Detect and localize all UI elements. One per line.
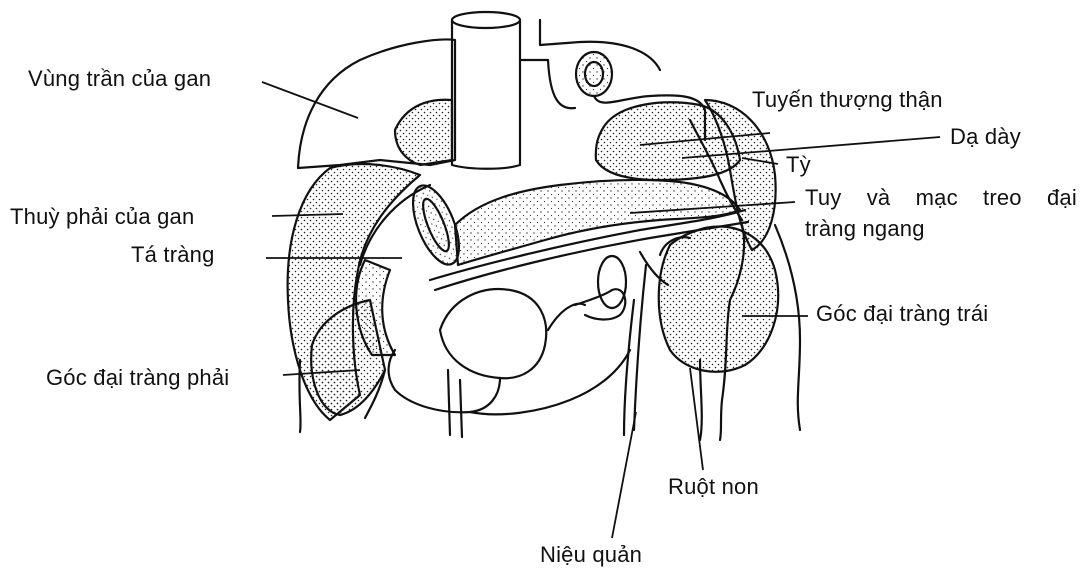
ivc-top (452, 12, 520, 28)
label-pancreas-line2: tràng ngang (805, 218, 925, 240)
label-small-intestine: Ruột non (668, 476, 759, 498)
label-pancreas-line1: Tuy và mạc treo đại (805, 187, 1077, 209)
label-ureter: Niệu quản (540, 544, 642, 566)
vessel-descending (448, 370, 450, 435)
ureter (634, 265, 646, 430)
label-left-colic-flexure: Góc đại tràng trái (816, 303, 988, 325)
bare-area-of-liver (395, 100, 452, 165)
oesophagus-section (576, 52, 612, 96)
pancreas-word-2: và (867, 187, 891, 209)
left-kidney (659, 227, 778, 372)
label-bare-area-of-liver: Vùng trần của gan (28, 68, 211, 90)
label-duodenum: Tá tràng (131, 244, 215, 266)
pancreas-word-3: mạc (916, 187, 958, 209)
inferior-vena-cava (452, 20, 520, 169)
label-right-colic-flexure: Góc đại tràng phải (46, 367, 229, 389)
small-intestine-loop (440, 289, 546, 378)
label-stomach: Dạ dày (950, 126, 1021, 148)
pancreas-word-1: Tuy (805, 187, 841, 209)
label-suprarenal-gland: Tuyến thượng thận (752, 89, 943, 111)
label-right-lobe-of-liver: Thuỳ phải của gan (10, 206, 194, 228)
pancreas-word-5: đại (1047, 187, 1077, 209)
label-spleen: Tỳ (786, 154, 811, 176)
pancreas-word-4: treo (983, 187, 1022, 209)
